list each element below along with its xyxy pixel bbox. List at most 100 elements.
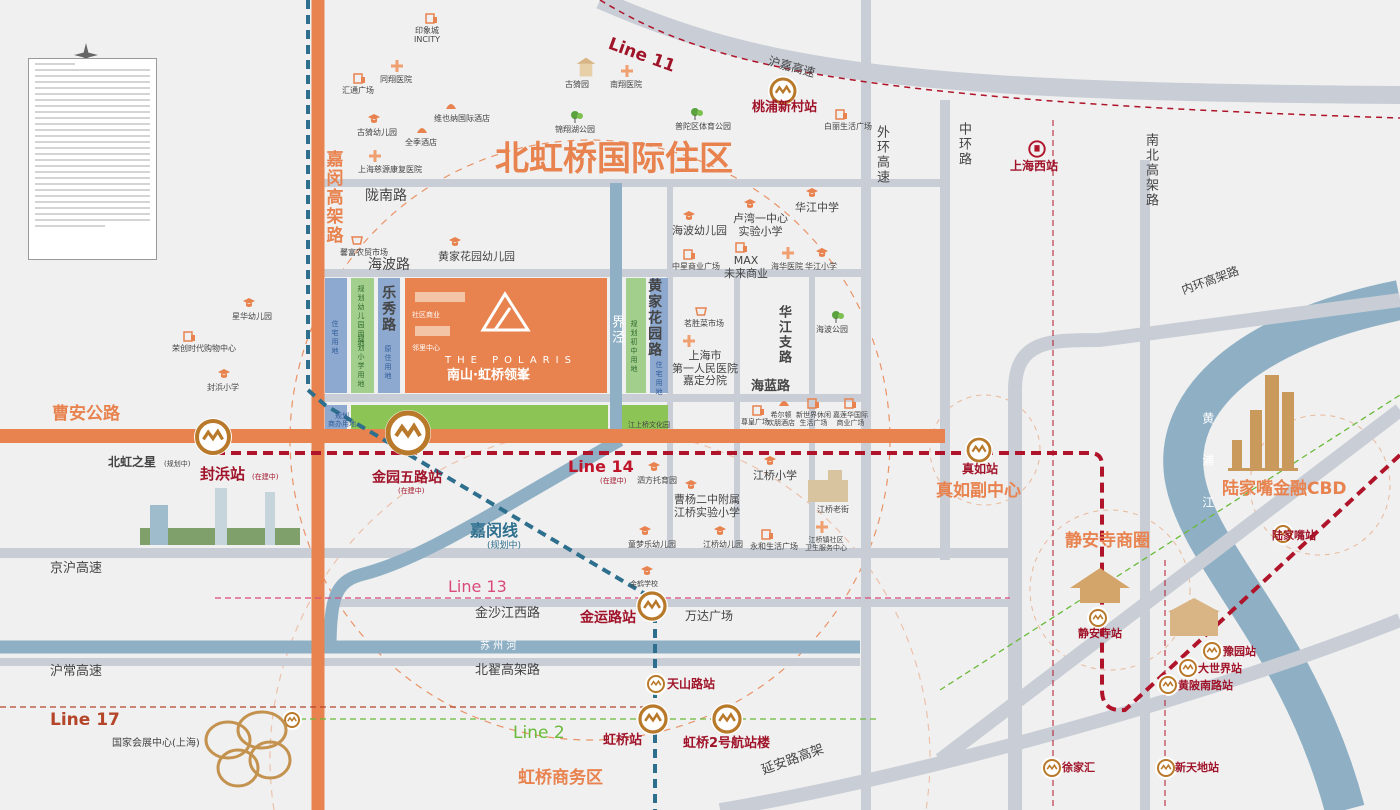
metro-station-icon[interactable] [768,76,798,106]
mall-icon [735,242,747,253]
map-label: 规划 商办用地 [328,412,356,429]
poi-label: 曹杨二中附属 江桥实验小学 [674,493,740,519]
skyline-art [1228,375,1298,471]
map-label: 规划幼儿园用地 [357,285,366,348]
school-icon [368,114,380,123]
mall-icon [683,249,695,260]
poi-label: 茗胜菜市场 [684,319,724,328]
map-label: 豫园站 [1223,645,1256,658]
map-label: 真如副中心 [936,481,1021,501]
green-belt-2 [622,405,668,429]
metro-station-icon[interactable] [1272,523,1294,545]
hospital-icon [782,247,794,259]
poi-label: 古猗幼儿园 [357,128,397,137]
map-label: 沪常高速 [50,664,103,679]
jingan-temple-art [1070,568,1130,603]
metro-station-icon[interactable] [1041,757,1063,779]
map-label: 万达广场 [685,609,734,623]
map-label: 新天地站 [1175,761,1219,774]
metro-station-icon[interactable] [1157,674,1179,696]
poi-label: 荣创时代购物中心 [172,344,236,353]
mall-icon [353,73,365,84]
poi-label: 南翔医院 [610,80,642,89]
metro-station-icon[interactable] [637,703,669,735]
map-label: 金沙江西路 [475,606,541,621]
map-label: (规划中) [487,541,522,551]
hotel-icon [779,401,789,406]
market-icon [695,307,707,316]
poi-label: 普陀区体育公园 [675,122,731,131]
metro-station-icon[interactable] [1087,607,1109,629]
school-icon [685,480,697,489]
metro-station-icon[interactable] [711,703,743,735]
map-label: 江桥老街 [817,505,849,514]
hospital-icon [621,65,633,77]
project-label: 邻里中心 [412,344,440,352]
mall-icon [183,331,195,342]
map-label: 黄陂南路站 [1178,679,1233,692]
map-label: (规划中) [164,460,191,468]
plot-residential [325,278,347,393]
poi-label: 金鹤学校 [630,580,658,588]
park-icon [832,311,844,323]
market-icon [351,236,363,245]
map-label: (在建中) [600,477,627,485]
poi-label: 古猗园 [565,80,589,89]
map-label: 陇南路 [365,188,407,204]
metro-station-icon[interactable] [1201,640,1223,662]
map-label: 江上桥文化园 [628,421,670,429]
map-label: 陆家嘴金融CBD [1222,479,1347,499]
poi-label: 嘉莲华国际 商业广场 [833,411,868,428]
hospital-icon [391,60,403,72]
school-icon [648,462,660,471]
map-label: 黄浦江 [1200,412,1215,538]
poi-label: 海华医院 [771,262,803,271]
map-disclaimer-box [28,58,157,260]
building-sketches [415,292,465,336]
poi-label: 卢湾一中心 实验小学 [733,212,788,238]
map-label: 北虹桥国际住区 [495,139,733,179]
metro-station-icon[interactable] [282,710,302,730]
hotel-icon [417,128,427,133]
poi-label: 华江中学 [795,201,839,214]
map-label: 苏 州 河 [480,641,517,652]
poi-label: 泗方托育园 [637,476,677,485]
map-label: 静安寺站 [1078,627,1122,640]
map-label: 黄家花园路 [646,278,663,358]
poi-label: 江桥镇社区 卫生服务中心 [805,536,847,553]
poi-label: 中星商业广场 [672,262,720,271]
poi-label: 锦翔湖公园 [555,125,595,134]
metro-station-icon[interactable] [385,410,431,456]
map-label: 嘉闵高架路 [322,150,343,245]
poi-label: 上海西站 [1010,159,1059,173]
poi-label: 海波公园 [816,325,848,334]
yuyuan-art [1168,598,1220,636]
project-label: THE POLARIS [445,355,577,366]
poi-label: 白丽生活广场 [824,122,872,131]
metro-station-icon[interactable] [194,418,232,456]
map-label: 海波路 [368,257,410,273]
map-label: 嘉闵线 [470,521,519,540]
metro-station-icon[interactable] [645,673,667,695]
metro-station-icon[interactable] [965,436,993,464]
map-label: 中环路 [955,122,971,167]
poi-label: MAX 未来商业 [724,254,768,280]
park-icon [691,108,703,120]
metro-station-icon[interactable] [1177,657,1199,679]
railway-station-icon [1028,140,1046,158]
line-14 [215,451,1400,713]
poi-label: 江桥小学 [753,469,797,482]
metro-station-icon[interactable] [1155,757,1177,779]
map-label: 真如站 [962,462,999,476]
map-label: 封浜站 [200,465,246,483]
mall-icon [835,109,847,120]
jiangqiao-old-street-art [808,470,848,502]
map-label: 南北高架路 [1142,133,1158,208]
metro-station-icon[interactable] [636,590,668,622]
exhibition-center-art [204,710,292,788]
map-label: 虹桥2号航站楼 [683,736,771,751]
project-name: 南山·虹桥领峯 [447,368,530,383]
plot-commercial [325,405,347,429]
school-icon [764,456,776,465]
